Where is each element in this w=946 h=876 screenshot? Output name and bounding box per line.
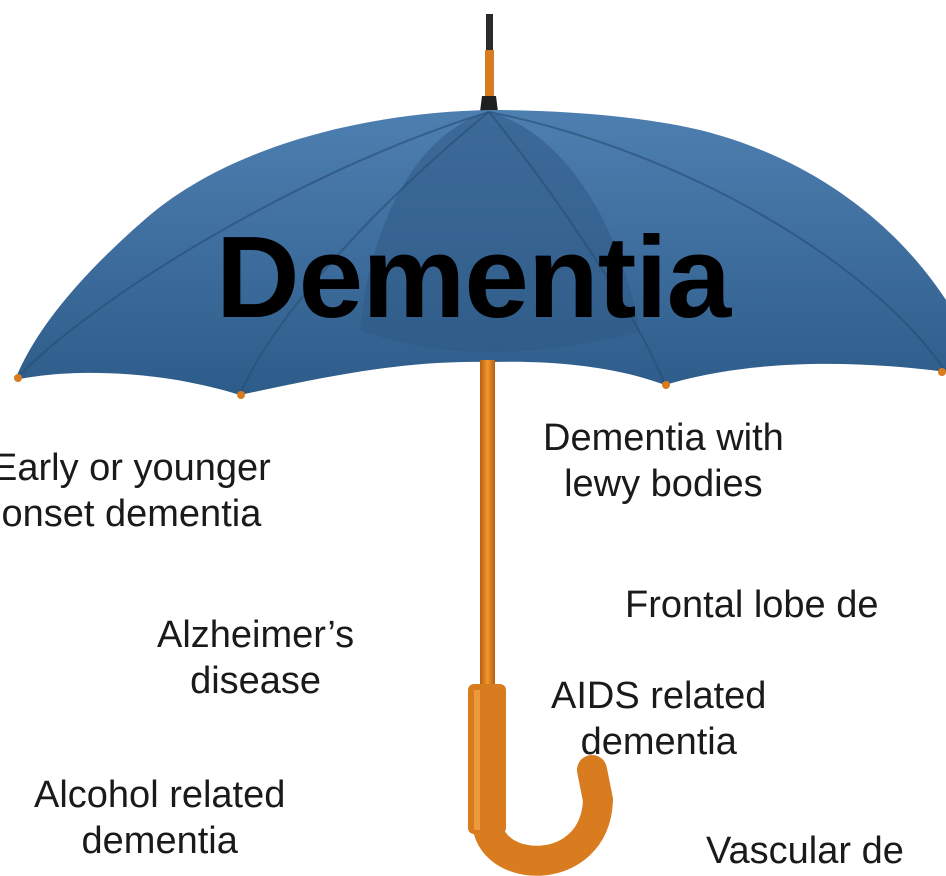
type-label-alcohol-related: Alcohol related dementia: [34, 772, 285, 864]
rib-tip: [14, 374, 22, 382]
umbrella-tip-wood: [485, 50, 494, 98]
type-label-alzheimers: Alzheimer’s disease: [157, 612, 354, 704]
rib-tip: [662, 381, 670, 389]
rib-tip: [938, 368, 946, 376]
umbrella-tip: [486, 14, 493, 52]
umbrella-top-cap: [480, 96, 498, 112]
type-label-frontal-lobe: Frontal lobe de: [625, 582, 879, 628]
umbrella-shaft: [480, 360, 495, 690]
type-label-aids-related: AIDS related dementia: [551, 673, 766, 765]
type-label-early-onset: Early or younger onset dementia: [0, 445, 271, 537]
type-label-lewy-bodies: Dementia with lewy bodies: [543, 415, 784, 507]
rib-tip: [237, 391, 245, 399]
type-label-vascular: Vascular de: [706, 828, 904, 874]
page-title: Dementia: [0, 212, 946, 342]
